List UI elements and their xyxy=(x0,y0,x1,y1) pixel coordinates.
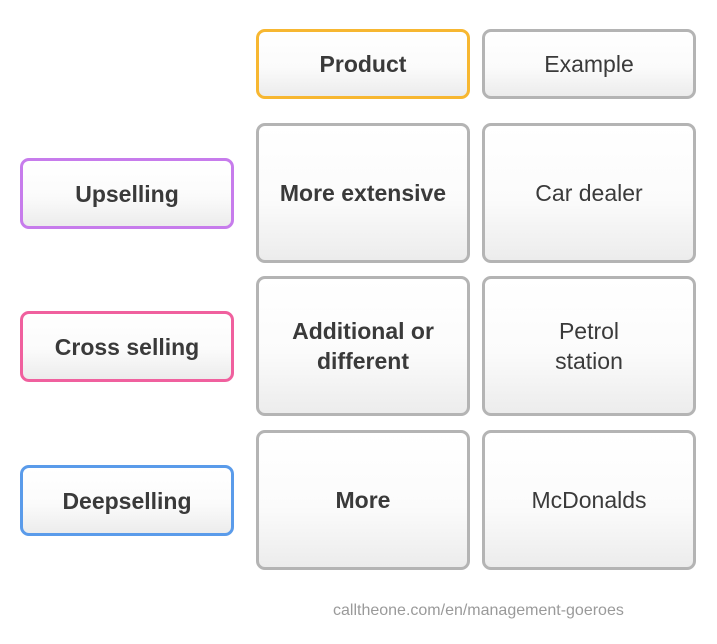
deepselling-example-cell: McDonalds xyxy=(482,430,696,570)
cross-selling-product-cell: Additional or different xyxy=(256,276,470,416)
example-header: Example xyxy=(482,29,696,99)
deepselling-label: Deepselling xyxy=(20,465,234,536)
deepselling-product-cell: More xyxy=(256,430,470,570)
upselling-product-cell: More extensive xyxy=(256,123,470,263)
upselling-label: Upselling xyxy=(20,158,234,229)
cross-selling-label: Cross selling xyxy=(20,311,234,382)
upselling-example-cell: Car dealer xyxy=(482,123,696,263)
product-header: Product xyxy=(256,29,470,99)
source-footer: calltheone.com/en/management-goeroes xyxy=(333,602,624,619)
cross-selling-example-cell: Petrol station xyxy=(482,276,696,416)
